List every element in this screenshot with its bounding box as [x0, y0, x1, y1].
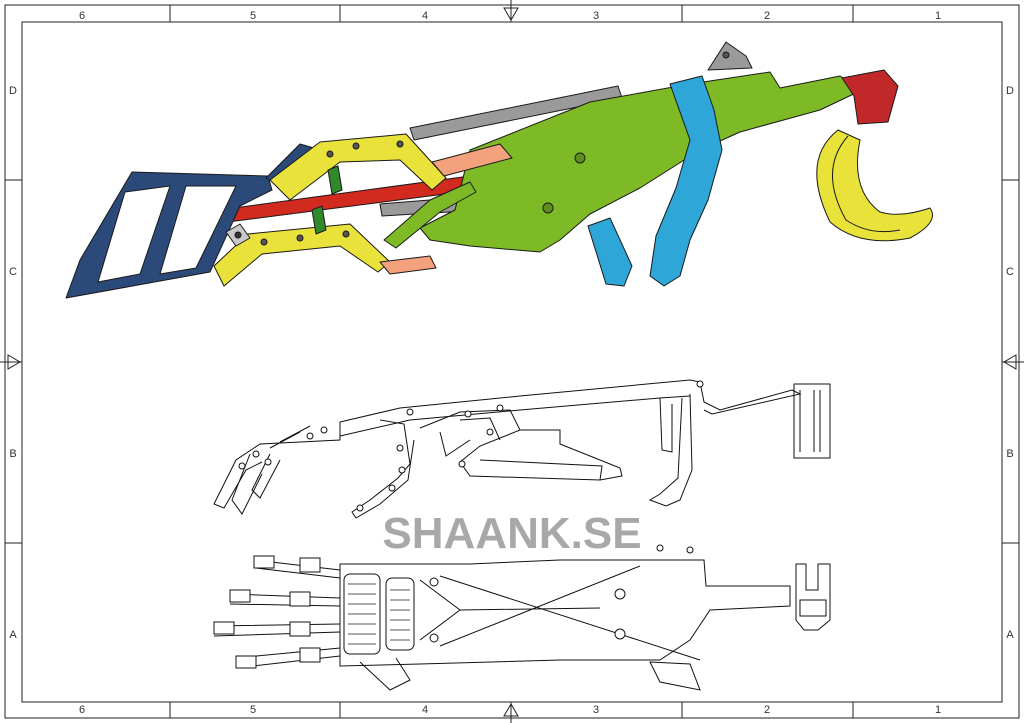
isometric-view: [65, 41, 933, 299]
side-finger: [251, 453, 281, 499]
row-label-right: C: [1006, 266, 1014, 278]
blue-strap: [649, 75, 723, 287]
side-top-rail: [339, 379, 802, 423]
hand-frame-slot: [97, 185, 171, 283]
yellow-upper-link: [269, 133, 447, 201]
pin: [352, 142, 360, 150]
row-label-left: A: [9, 629, 17, 641]
col-label-bottom: 6: [79, 704, 85, 716]
zone-labels: 6 5 4 3 2 1 6 5 4 3 2 1 D C B A D C B A: [9, 10, 1014, 716]
col-label-bottom: 5: [250, 704, 256, 716]
top-center-rod: [419, 579, 601, 641]
col-label-top: 1: [935, 10, 941, 22]
plate-hole: [574, 152, 586, 164]
center-arrow-top: [503, 7, 519, 21]
top-main-plate: [339, 559, 791, 667]
salmon-block: [431, 143, 513, 177]
col-label-top: 6: [79, 10, 85, 22]
top-thumb: [359, 657, 411, 691]
top-fingers: [213, 559, 341, 669]
center-arrow-left: [7, 354, 21, 370]
inner-frame: [21, 21, 1003, 703]
side-lever: [439, 417, 501, 457]
yellow-grip-loop: [816, 129, 933, 242]
bracket-hole: [722, 51, 730, 59]
col-label-top: 2: [764, 10, 770, 22]
side-strap: [648, 393, 693, 507]
blue-strap-loop: [587, 217, 633, 287]
grip-loop-inner-edge: [832, 135, 901, 233]
pin: [326, 150, 334, 158]
top-window: [385, 577, 415, 651]
side-rail: [339, 395, 691, 437]
side-finger: [231, 453, 263, 515]
row-label-right: B: [1006, 448, 1013, 460]
center-arrow-right: [1003, 354, 1017, 370]
top-view: [213, 544, 831, 691]
pin: [342, 230, 350, 238]
top-grip: [795, 563, 831, 631]
col-label-top: 3: [593, 10, 599, 22]
watermark-text: SHAANK.SE: [382, 509, 641, 558]
side-forearm-link: [419, 409, 603, 481]
red-grip-cap: [841, 69, 899, 125]
pin: [296, 234, 304, 242]
salmon-block: [379, 255, 437, 275]
side-grip-box: [793, 383, 831, 459]
side-finger-links: [269, 425, 311, 449]
yellow-lower-link: [213, 223, 391, 287]
col-label-bottom: 2: [764, 704, 770, 716]
green-spacer: [327, 165, 343, 195]
col-label-bottom: 1: [935, 704, 941, 716]
hand-frame-slot: [159, 185, 237, 275]
col-label-top: 5: [250, 10, 256, 22]
row-label-left: C: [9, 266, 17, 278]
top-cross-links: [439, 565, 701, 661]
col-label-bottom: 4: [422, 704, 428, 716]
pin: [260, 238, 268, 246]
green-spacer: [311, 205, 327, 235]
zone-ticks: [5, 5, 1019, 718]
gray-bracket: [707, 41, 753, 71]
col-label-top: 4: [422, 10, 428, 22]
pin: [396, 140, 404, 148]
top-grip-inner: [799, 599, 827, 617]
plate-hole: [542, 202, 554, 214]
pivot-hole: [234, 231, 242, 239]
row-label-right: D: [1006, 85, 1014, 97]
side-actuator: [520, 429, 623, 481]
col-label-bottom: 3: [593, 704, 599, 716]
green-arm-link: [383, 181, 477, 249]
top-strap: [649, 661, 701, 691]
side-bracket: [659, 397, 673, 453]
side-view: [213, 379, 831, 519]
row-label-left: B: [9, 448, 16, 460]
side-finger: [213, 422, 341, 509]
top-window: [343, 573, 381, 655]
row-label-left: D: [9, 85, 17, 97]
row-label-right: A: [1006, 629, 1014, 641]
center-arrow-bottom: [503, 703, 519, 717]
